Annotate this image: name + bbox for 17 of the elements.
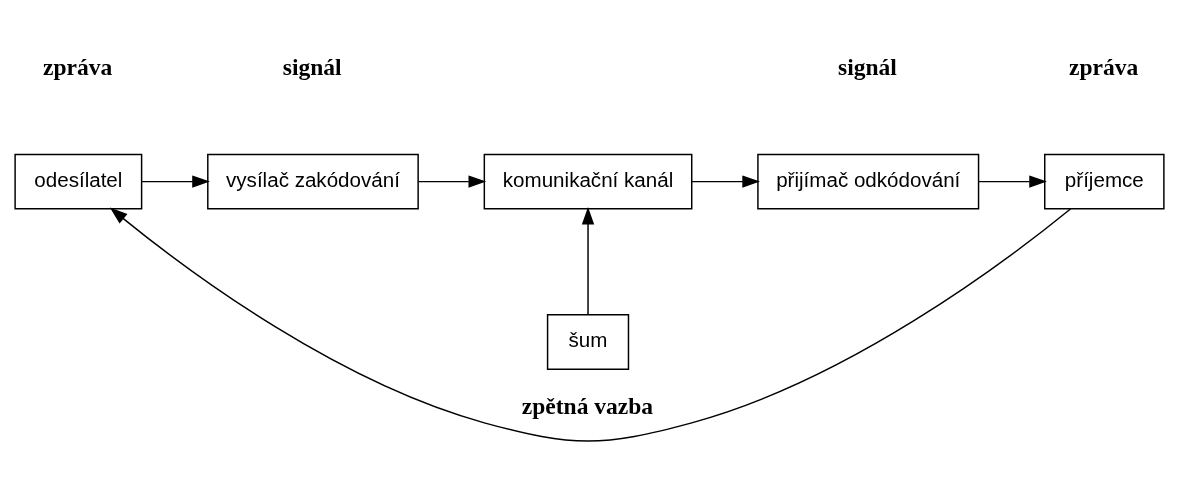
label: signál [282, 53, 342, 80]
label: zpráva [1069, 53, 1139, 80]
arrow [691, 174, 760, 188]
node-box: odesílatel [14, 153, 143, 210]
label: signál [838, 53, 897, 80]
edge-label: zpětná vazba [521, 392, 654, 419]
node-box: příjemce [1044, 153, 1165, 210]
arrow [141, 174, 210, 188]
arrow [978, 174, 1047, 188]
node-box: komunikační kanál [483, 153, 693, 210]
label: zpráva [43, 53, 113, 80]
arrow [581, 206, 595, 315]
node-box: šum [546, 313, 630, 370]
arrow [417, 174, 487, 188]
node-box: přijímač odkódování [757, 153, 980, 210]
node-box: vysílač zakódování [207, 153, 419, 210]
arrow [109, 207, 1072, 442]
